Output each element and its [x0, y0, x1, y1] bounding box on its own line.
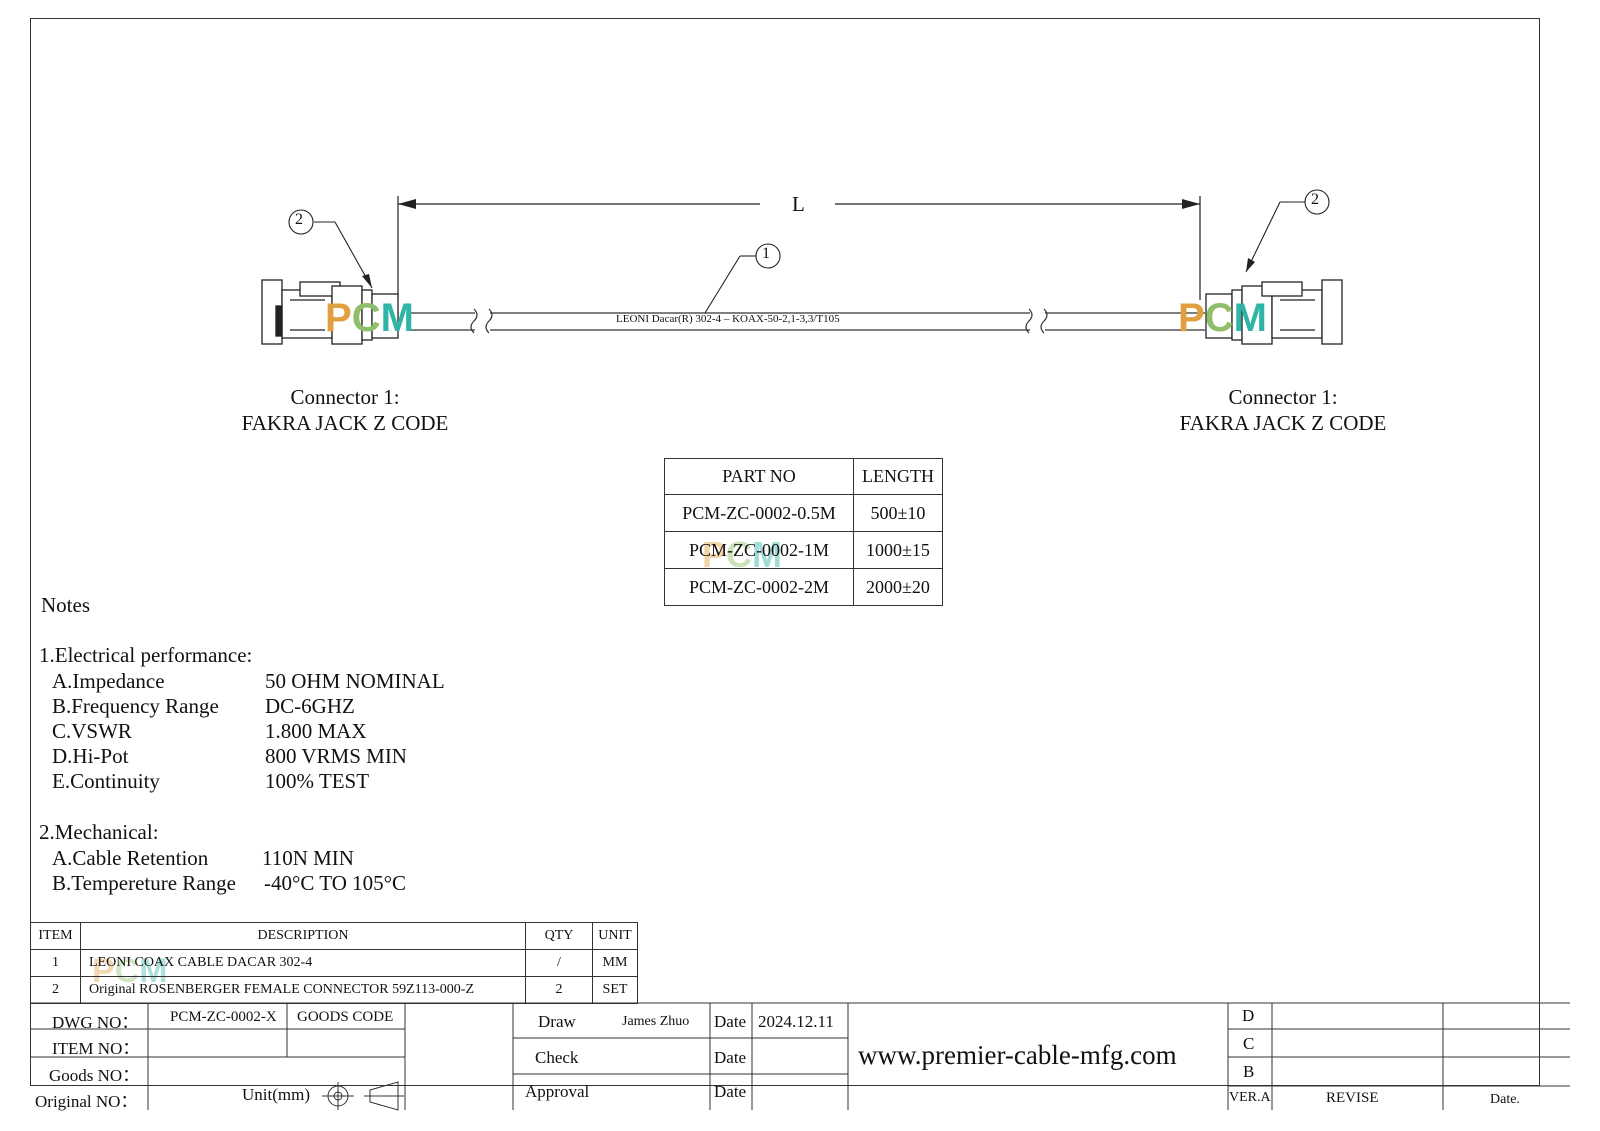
part-number-table: PART NO LENGTH PCM-ZC-0002-0.5M 500±10 P… — [664, 458, 943, 606]
left-connector — [261, 279, 399, 345]
dimension-line — [397, 196, 1201, 300]
bom-item-cell: 1 — [30, 949, 81, 977]
revision-d: D — [1242, 1006, 1255, 1025]
revision-c: C — [1243, 1034, 1255, 1053]
version-label: VER.A — [1229, 1090, 1271, 1105]
length-cell: 500±10 — [853, 494, 943, 532]
callout-circle-left — [288, 209, 314, 235]
part-no-cell: PCM-ZC-0002-0.5M — [664, 494, 854, 532]
goods-code-label: GOODS CODE — [297, 1009, 394, 1025]
part-no-cell: PCM-ZC-0002-2M — [664, 568, 854, 606]
cable-print-text: LEONI Dacar(R) 302-4 – KOAX-50-2,1-3,3/T… — [616, 313, 840, 325]
draw-date: 2024.12.11 — [758, 1012, 834, 1031]
date-label-draw: Date — [714, 1012, 747, 1031]
table-row: PCM-ZC-0002-2M 2000±20 — [664, 568, 943, 606]
left-connector-caption: Connector 1: FAKRA JACK Z CODE — [241, 385, 449, 435]
table-row: 2 Original ROSENBERGER FEMALE CONNECTOR … — [30, 976, 638, 1004]
table-row: 1 LEONI COAX CABLE DACAR 302-4 / MM — [30, 949, 638, 977]
right-connector — [1205, 279, 1343, 345]
goods-no-label: Goods NO： — [49, 1066, 140, 1085]
revise-label: REVISE — [1326, 1090, 1379, 1106]
original-no-label: Original NO： — [35, 1092, 138, 1111]
revision-b: B — [1243, 1062, 1255, 1081]
dimension-label: L — [792, 192, 805, 216]
dwg-no-value: PCM-ZC-0002-X — [170, 1009, 277, 1025]
length-cell: 1000±15 — [853, 531, 943, 569]
callout-circle-cable — [755, 243, 781, 269]
company-website: www.premier-cable-mfg.com — [858, 1040, 1177, 1070]
parts-header-length: LENGTH — [853, 458, 943, 495]
table-row: PCM-ZC-0002-0.5M 500±10 — [664, 494, 943, 532]
cable-body — [410, 308, 1205, 334]
approval-label: Approval — [525, 1082, 590, 1101]
bom-unit-cell: SET — [592, 976, 638, 1004]
revision-date-label: Date. — [1490, 1092, 1520, 1107]
dwg-no-label: DWG NO： — [52, 1013, 139, 1032]
spec-row: B.Tempereture Range-40°C TO 105°C — [52, 871, 407, 895]
callout-number-left: 2 — [295, 211, 303, 228]
bom-header-unit: UNIT — [592, 922, 638, 950]
unit-label: Unit(mm) — [242, 1085, 310, 1104]
bom-description-cell: Original ROSENBERGER FEMALE CONNECTOR 59… — [80, 976, 526, 1004]
callout-circle-right — [1304, 189, 1330, 215]
table-row: PCM-ZC-0002-1M 1000±15 — [664, 531, 943, 569]
bom-description-cell: LEONI COAX CABLE DACAR 302-4 — [80, 949, 526, 977]
drawing-frame — [30, 18, 1540, 1086]
check-label: Check — [535, 1048, 579, 1067]
part-no-cell: PCM-ZC-0002-1M — [664, 531, 854, 569]
bom-header-description: DESCRIPTION — [80, 922, 526, 950]
right-connector-caption: Connector 1: FAKRA JACK Z CODE — [1179, 385, 1387, 435]
callout-number-cable: 1 — [762, 245, 770, 262]
length-cell: 2000±20 — [853, 568, 943, 606]
bom-header-qty: QTY — [525, 922, 593, 950]
mechanical-title: 2.Mechanical: — [39, 820, 159, 844]
item-no-label: ITEM NO： — [52, 1039, 140, 1058]
notes-title: Notes — [41, 593, 90, 617]
watermark-logo-right: PCM — [1178, 296, 1267, 340]
watermark-logo-left: PCM — [325, 296, 414, 340]
projection-symbol — [322, 1081, 404, 1111]
date-label-approval: Date — [714, 1082, 747, 1101]
draw-label: Draw — [538, 1012, 576, 1031]
bill-of-materials-table: ITEM DESCRIPTION QTY UNIT 1 LEONI COAX C… — [30, 922, 638, 1004]
bom-item-cell: 2 — [30, 976, 81, 1004]
callout-number-right: 2 — [1311, 191, 1319, 208]
electrical-title: 1.Electrical performance: — [39, 643, 253, 667]
drawer-name: James Zhuo — [622, 1014, 690, 1029]
date-label-check: Date — [714, 1048, 747, 1067]
